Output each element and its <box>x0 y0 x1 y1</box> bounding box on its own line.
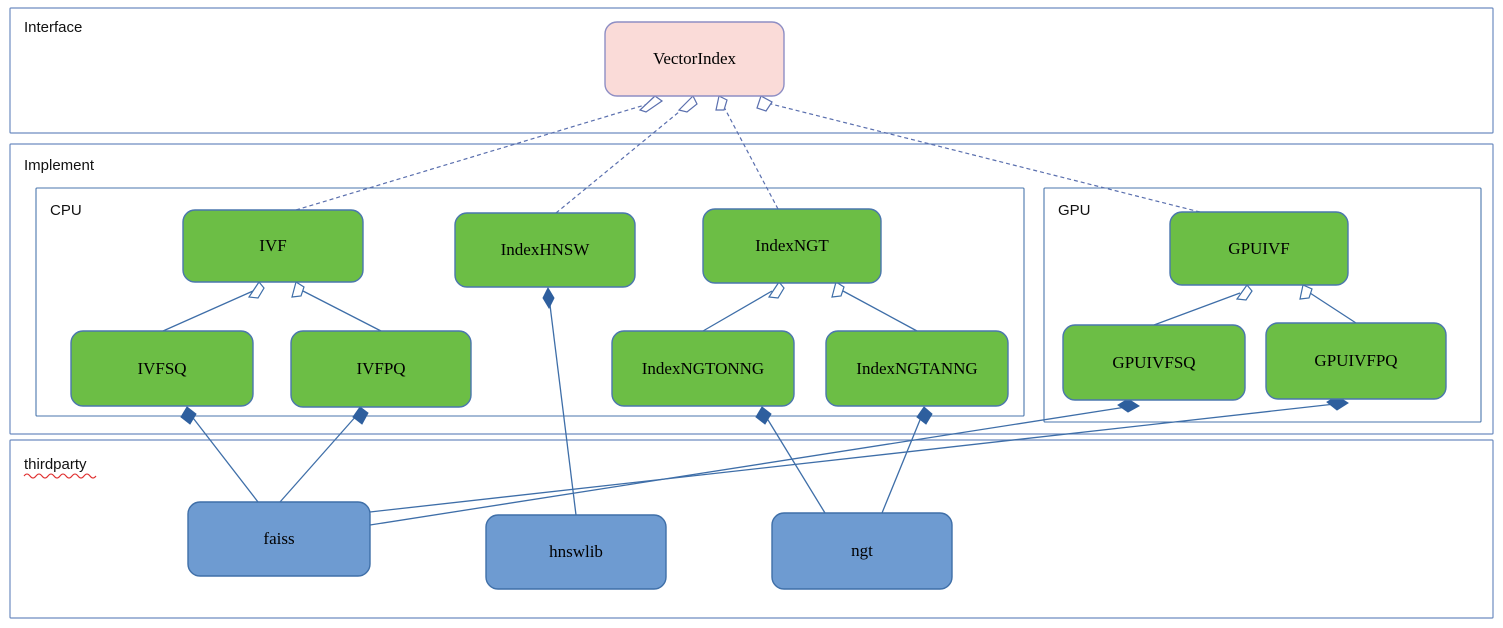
node-indexngtonng[interactable]: IndexNGTONNG <box>611 330 795 407</box>
node-label-indexngt: IndexNGT <box>755 236 829 255</box>
edge-indexngtonng-to-indexngt[interactable] <box>702 280 785 332</box>
container-thirdparty[interactable]: thirdparty <box>9 439 1494 619</box>
edge-indexhnsw-to-hnswlib[interactable] <box>542 286 577 516</box>
node-label-ivfsq: IVFSQ <box>137 359 186 378</box>
node-ivf[interactable]: IVF <box>182 209 364 283</box>
node-gpuivf[interactable]: GPUIVF <box>1169 211 1349 286</box>
node-ngt[interactable]: ngt <box>771 512 953 590</box>
edge-indexhnsw-to-vectorindex[interactable] <box>555 94 698 214</box>
edge-gpuivfsq-to-gpuivf[interactable] <box>1153 284 1253 326</box>
container-label-thirdparty: thirdparty <box>24 456 87 473</box>
node-label-gpuivfpq: GPUIVFPQ <box>1314 351 1397 370</box>
node-gpuivfsq[interactable]: GPUIVFSQ <box>1062 324 1246 401</box>
edge-indexngtonng-to-ngt[interactable] <box>755 406 826 514</box>
container-label-implement: Implement <box>24 157 95 174</box>
node-indexhnsw[interactable]: IndexHNSW <box>454 212 636 288</box>
edge-ivfpq-to-faiss[interactable] <box>279 406 369 503</box>
node-label-ivfpq: IVFPQ <box>356 359 405 378</box>
edge-indexngtanng-to-indexngt[interactable] <box>831 281 918 332</box>
node-gpuivfpq[interactable]: GPUIVFPQ <box>1265 322 1447 400</box>
edge-ivfsq-to-ivf[interactable] <box>162 280 265 332</box>
node-indexngtanng[interactable]: IndexNGTANNG <box>825 330 1009 407</box>
edge-gpuivfpq-to-gpuivf[interactable] <box>1299 284 1357 324</box>
node-label-hnswlib: hnswlib <box>549 542 603 561</box>
node-label-ngt: ngt <box>851 541 873 560</box>
container-label-interface: Interface <box>24 19 82 36</box>
edge-gpuivf-to-vectorindex[interactable] <box>756 95 1201 213</box>
node-label-indexhnsw: IndexHNSW <box>501 240 591 259</box>
edge-gpuivfsq-to-faiss[interactable] <box>369 398 1140 526</box>
node-hnswlib[interactable]: hnswlib <box>485 514 667 590</box>
spellcheck-squiggle <box>23 473 97 479</box>
node-label-ivf: IVF <box>259 236 286 255</box>
node-label-indexngtanng: IndexNGTANNG <box>856 359 977 378</box>
container-label-gpu: GPU <box>1058 202 1091 219</box>
edge-ivf-to-vectorindex[interactable] <box>295 95 664 211</box>
edge-indexngt-to-vectorindex[interactable] <box>715 95 779 210</box>
edge-indexngtanng-to-ngt[interactable] <box>881 406 933 514</box>
node-label-vectorindex: VectorIndex <box>653 49 737 68</box>
edge-ivfsq-to-faiss[interactable] <box>180 406 259 503</box>
container-label-cpu: CPU <box>50 202 82 219</box>
node-ivfsq[interactable]: IVFSQ <box>70 330 254 407</box>
node-label-indexngtonng: IndexNGTONNG <box>642 359 764 378</box>
node-label-gpuivf: GPUIVF <box>1228 239 1289 258</box>
node-label-faiss: faiss <box>263 529 294 548</box>
node-ivfpq[interactable]: IVFPQ <box>290 330 472 408</box>
node-indexngt[interactable]: IndexNGT <box>702 208 882 284</box>
node-faiss[interactable]: faiss <box>187 501 371 577</box>
edge-ivfpq-to-ivf[interactable] <box>291 281 382 332</box>
node-label-gpuivfsq: GPUIVFSQ <box>1112 353 1195 372</box>
node-vectorindex[interactable]: VectorIndex <box>604 21 785 97</box>
